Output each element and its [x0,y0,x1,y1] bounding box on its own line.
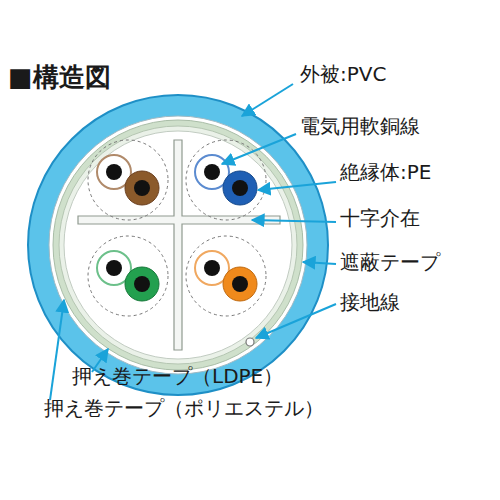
part-label: 押え巻テープ（ポリエステル） [44,396,324,420]
pairs [88,140,266,316]
part-label: 電気用軟銅線 [300,114,420,138]
cross-filler [78,140,280,350]
part-label: 接地線 [340,290,400,314]
diagram-title: ■構造図 [8,62,111,93]
ground-wire [246,338,254,346]
part-label: 外被:PVC [300,62,386,86]
part-label: 十字介在 [340,206,420,230]
part-label: 絶縁体:PE [340,160,431,184]
sheath [28,95,328,395]
part-label: 遮蔽テープ [340,250,440,274]
leader-lines [50,84,336,400]
part-label: 押え巻テープ（LDPE） [72,364,283,388]
